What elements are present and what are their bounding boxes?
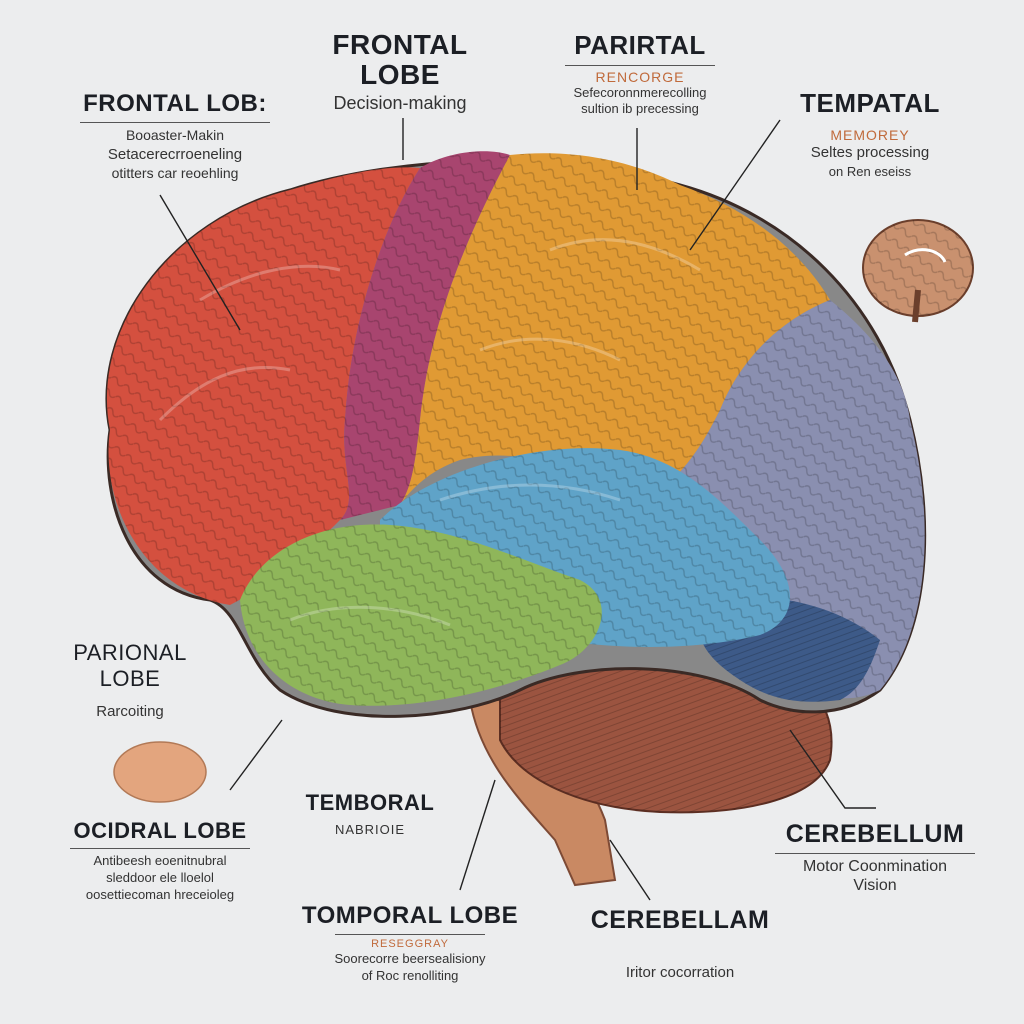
label-line: Setacerecrroeneling <box>107 146 243 163</box>
label-temporal-top: TEMPATAL MEMOREY Seltes processing on Re… <box>770 88 970 181</box>
label-parietal-top: PARIRTAL RENCORGE Sefecoronnmerecolling … <box>540 30 740 117</box>
brain-inset-icon <box>862 219 974 323</box>
label-line: otitters car reoehling <box>111 165 239 181</box>
label-title: OCIDRAL LOBE <box>73 818 247 843</box>
label-cerebellum-right: CEREBELLUM Motor Coonmination Vision <box>770 820 980 895</box>
label-line: Booaster-Makin <box>125 127 225 143</box>
leader-frontal-left <box>159 194 241 331</box>
label-title: TEMPATAL <box>800 88 940 118</box>
label-line: of Roc renolliting <box>361 968 459 983</box>
label-title: LOBE <box>99 666 161 691</box>
label-title: TEMBORAL <box>305 790 435 815</box>
tan-blob-icon <box>113 741 207 803</box>
leader-temporal-mid <box>229 719 283 791</box>
label-line: Sefecoronnmerecolling <box>573 85 707 100</box>
label-title: TOMPORAL LOBE <box>301 902 519 929</box>
label-title: CEREBELLUM <box>785 820 965 848</box>
label-frontal-top: FRONTAL LOBE Decision-making <box>300 30 500 113</box>
label-title: PARIONAL <box>73 640 187 665</box>
label-line: sultion ib precessing <box>581 101 699 116</box>
label-line: Vision <box>853 877 897 894</box>
label-accent: RESEGGRAY <box>371 938 449 950</box>
label-title: CEREBELLAM <box>590 906 770 934</box>
label-line: Antibeesh eoenitnubral <box>93 853 227 868</box>
leader-temporal-bottom <box>459 779 496 891</box>
label-line: on Ren eseiss <box>828 164 912 179</box>
label-title: FRONTAL <box>332 29 468 60</box>
label-cerebellam-bottom: CEREBELLAM Iritor cocorration <box>570 906 790 982</box>
label-line: Soorecorre beersealisiony <box>334 951 486 966</box>
label-line: Motor Coonmination <box>802 858 948 875</box>
label-sub: NABRIOIE <box>334 822 406 837</box>
label-accent: MEMOREY <box>830 127 910 143</box>
label-title: PARIRTAL <box>574 30 706 60</box>
leader-temporal-top <box>689 119 781 251</box>
leader-cerebellum-right <box>789 729 876 809</box>
label-line: oosettiecoman hreceioleg <box>85 887 235 902</box>
label-title: FRONTAL LOB: <box>83 90 267 117</box>
label-temporal-mid: TEMBORAL NABRIOIE <box>280 790 460 839</box>
label-line: Seltes processing <box>810 144 930 161</box>
label-subtitle: Decision-making <box>333 93 467 113</box>
label-parional: PARIONAL LOBE Rarcoiting <box>40 640 220 721</box>
label-title: LOBE <box>360 59 440 90</box>
label-line: sleddoor ele lloelol <box>106 870 214 885</box>
label-frontal-left: FRONTAL LOB: Booaster-Makin Setacerecrro… <box>55 90 295 183</box>
label-ocidral: OCIDRAL LOBE Antibeesh eoenitnubral sled… <box>40 818 280 903</box>
label-sub: Rarcoiting <box>96 703 164 720</box>
label-sub: Iritor cocorration <box>625 964 735 981</box>
leader-cerebellam-bottom <box>609 839 651 901</box>
label-accent: RENCORGE <box>595 69 685 85</box>
label-temporal-bottom: TOMPORAL LOBE RESEGGRAY Soorecorre beers… <box>270 902 550 984</box>
